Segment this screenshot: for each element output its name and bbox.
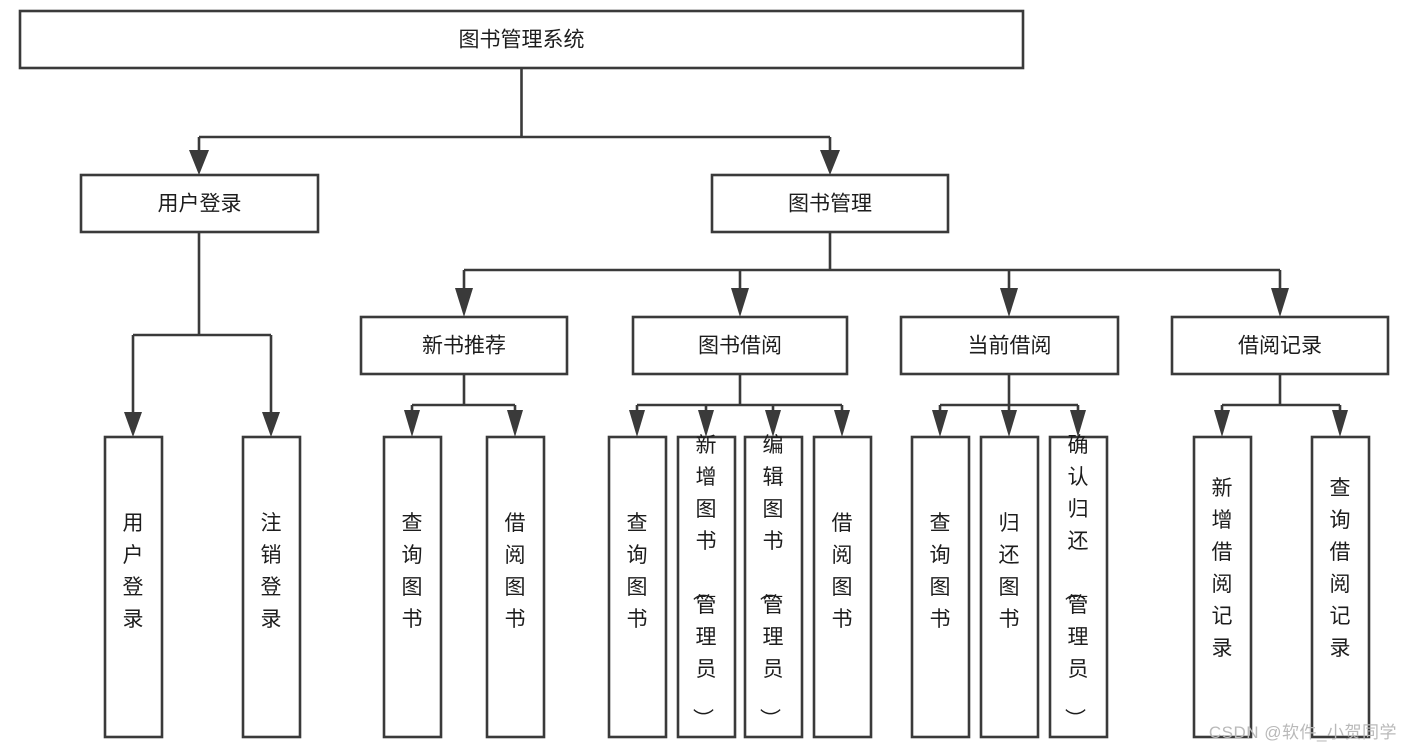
arrow-head-record-leaf-2 bbox=[1332, 410, 1348, 437]
node-root-book-management-system[interactable]: 图书管理系统 bbox=[18, 9, 1025, 70]
leaf-box-borrow-edit-book bbox=[743, 435, 804, 739]
leaf-label-user-login: 用户登录 bbox=[123, 512, 144, 631]
leaf-label-recommend-query-book: 查询图书 bbox=[402, 512, 423, 631]
leaf-node-current-return-book[interactable]: 归还图书 bbox=[979, 435, 1040, 739]
node-user-login[interactable]: 用户登录 bbox=[79, 173, 320, 234]
leaf-node-recommend-query-book[interactable]: 查询图书 bbox=[382, 435, 443, 739]
leaf-box-recommend-borrow-book bbox=[485, 435, 546, 739]
arrow-head-new-book-recommend bbox=[455, 288, 473, 317]
leaf-box-current-confirm-return bbox=[1048, 435, 1109, 739]
leaf-node-current-confirm-return[interactable]: 确认归还（管理员） bbox=[1048, 434, 1109, 739]
node-label-current-borrow: 当前借阅 bbox=[968, 335, 1052, 358]
leaf-box-current-query-book bbox=[910, 435, 971, 739]
node-label-new-book-recommend: 新书推荐 bbox=[422, 335, 506, 358]
leaf-label-recommend-borrow-book: 借阅图书 bbox=[505, 512, 526, 631]
arrow-head-borrow-leaf-3 bbox=[765, 410, 781, 437]
leaf-label-current-return-book: 归还图书 bbox=[999, 512, 1020, 631]
node-box-root bbox=[18, 9, 1025, 70]
arrow-head-book-borrow bbox=[731, 288, 749, 317]
arrow-head-to-book-management bbox=[820, 150, 840, 175]
arrow-head-borrow-leaf-4 bbox=[834, 410, 850, 437]
node-book-borrow[interactable]: 图书借阅 bbox=[631, 315, 849, 376]
node-label-borrow-record: 借阅记录 bbox=[1238, 335, 1322, 358]
arrow-head-current-leaf-2 bbox=[1001, 410, 1017, 437]
leaf-label-current-query-book: 查询图书 bbox=[930, 512, 951, 631]
leaf-node-record-add[interactable]: 新增借阅记录 bbox=[1192, 435, 1253, 739]
arrow-head-borrow-record bbox=[1271, 288, 1289, 317]
arrow-head-record-leaf-1 bbox=[1214, 410, 1230, 437]
node-new-book-recommend[interactable]: 新书推荐 bbox=[359, 315, 569, 376]
node-box-book-borrow bbox=[631, 315, 849, 376]
leaf-box-borrow-borrow-book bbox=[812, 435, 873, 739]
leaf-node-current-query-book[interactable]: 查询图书 bbox=[910, 435, 971, 739]
arrow-head-borrow-leaf-2 bbox=[698, 410, 714, 437]
leaf-box-user-login bbox=[103, 435, 164, 739]
node-borrow-record[interactable]: 借阅记录 bbox=[1170, 315, 1390, 376]
leaf-label-borrow-query-book: 查询图书 bbox=[627, 512, 648, 631]
leaf-label-current-confirm-return: 确认归还（管理员） bbox=[1063, 434, 1089, 729]
connector-layer bbox=[124, 68, 1348, 437]
node-label-book-borrow: 图书借阅 bbox=[698, 335, 782, 358]
arrow-head-leaf-user-login bbox=[124, 412, 142, 437]
arrow-head-to-user-login bbox=[189, 150, 209, 175]
node-box-new-book-recommend bbox=[359, 315, 569, 376]
node-label-user-login: 用户登录 bbox=[158, 193, 242, 216]
leaf-node-user-login[interactable]: 用户登录 bbox=[103, 435, 164, 739]
leaf-node-recommend-borrow-book[interactable]: 借阅图书 bbox=[485, 435, 546, 739]
arrow-head-leaf-logout bbox=[262, 412, 280, 437]
leaf-node-borrow-edit-book[interactable]: 编辑图书（管理员） bbox=[743, 434, 804, 739]
arrow-head-recommend-leaf-1 bbox=[404, 410, 420, 437]
leaf-box-borrow-query-book bbox=[607, 435, 668, 739]
node-box-borrow-record bbox=[1170, 315, 1390, 376]
node-book-management[interactable]: 图书管理 bbox=[710, 173, 950, 234]
leaf-box-borrow-add-book bbox=[676, 435, 737, 739]
arrow-head-recommend-leaf-2 bbox=[507, 410, 523, 437]
leaf-node-borrow-query-book[interactable]: 查询图书 bbox=[607, 435, 668, 739]
leaf-box-record-add bbox=[1192, 435, 1253, 739]
leaf-label-borrow-borrow-book: 借阅图书 bbox=[832, 512, 853, 631]
leaf-node-borrow-add-book[interactable]: 新增图书（管理员） bbox=[676, 434, 737, 739]
arrow-head-current-borrow bbox=[1000, 288, 1018, 317]
node-box-current-borrow bbox=[899, 315, 1120, 376]
arrow-head-current-leaf-1 bbox=[932, 410, 948, 437]
leaf-box-current-return-book bbox=[979, 435, 1040, 739]
node-box-user-login bbox=[79, 173, 320, 234]
arrow-head-borrow-leaf-1 bbox=[629, 410, 645, 437]
leaf-label-record-add: 新增借阅记录 bbox=[1212, 477, 1233, 660]
leaf-label-borrow-edit-book: 编辑图书（管理员） bbox=[758, 434, 784, 729]
node-label-root: 图书管理系统 bbox=[459, 29, 585, 52]
node-label-book-management: 图书管理 bbox=[788, 193, 872, 216]
node-current-borrow[interactable]: 当前借阅 bbox=[899, 315, 1120, 376]
leaf-box-logout bbox=[241, 435, 302, 739]
leaf-box-recommend-query-book bbox=[382, 435, 443, 739]
leaf-label-logout: 注销登录 bbox=[261, 512, 282, 631]
node-box-book-management bbox=[710, 173, 950, 234]
leaf-box-record-query bbox=[1310, 435, 1371, 739]
leaf-node-borrow-borrow-book[interactable]: 借阅图书 bbox=[812, 435, 873, 739]
leaf-node-record-query[interactable]: 查询借阅记录 bbox=[1310, 435, 1371, 739]
leaf-label-record-query: 查询借阅记录 bbox=[1330, 477, 1351, 660]
leaf-node-logout[interactable]: 注销登录 bbox=[241, 435, 302, 739]
leaf-label-borrow-add-book: 新增图书（管理员） bbox=[691, 434, 717, 729]
arrow-head-current-leaf-3 bbox=[1070, 410, 1086, 437]
